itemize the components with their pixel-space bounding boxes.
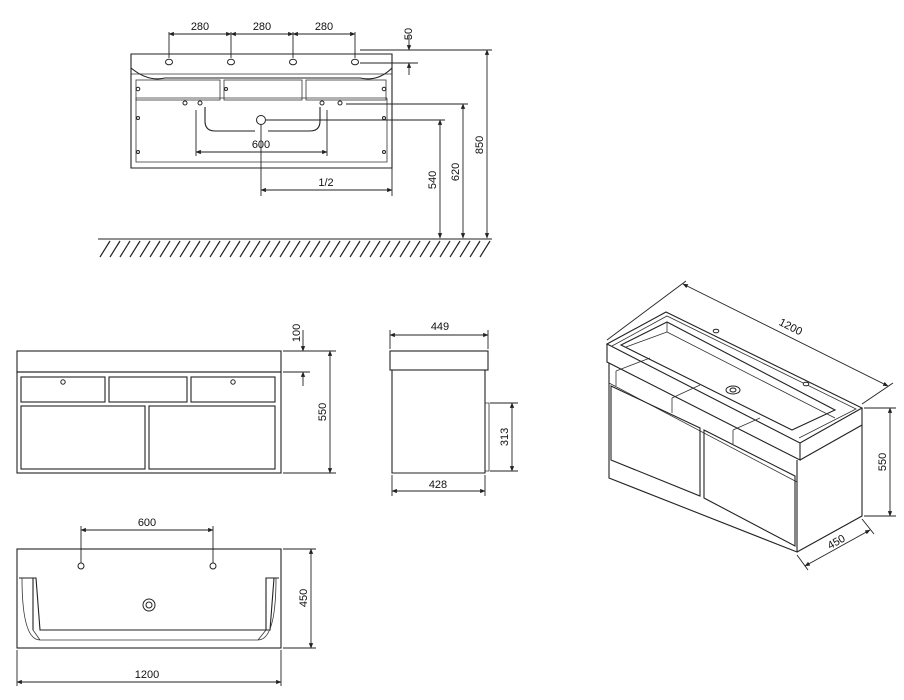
hatch-stroke — [109, 240, 121, 258]
hatch-stroke — [259, 240, 271, 258]
hatch-stroke — [419, 240, 431, 258]
center-mark-label: 1/2 — [318, 177, 333, 189]
hatch-stroke — [369, 240, 381, 258]
hatch-stroke — [459, 240, 471, 258]
hatch-stroke — [379, 240, 391, 258]
drain — [256, 115, 266, 125]
hatch-stroke — [329, 240, 341, 258]
hatch-stroke — [199, 240, 211, 258]
hatch-stroke — [399, 240, 411, 258]
hatch-stroke — [479, 240, 491, 258]
hatch-stroke — [149, 240, 161, 258]
hatch-stroke — [429, 240, 441, 258]
side-view: 449 428 313 — [389, 321, 518, 496]
hatch-stroke — [119, 240, 131, 258]
front-elevation: 280 280 280 50 600 1/2 540 620 850 — [98, 21, 492, 258]
hatch-stroke — [439, 240, 451, 258]
total-height-label: 550 — [317, 403, 329, 421]
hatch-stroke — [339, 240, 351, 258]
spacing-label-1: 280 — [191, 21, 209, 33]
hatch-stroke — [309, 240, 321, 258]
hatch-stroke — [449, 240, 461, 258]
hatch-stroke — [239, 240, 251, 258]
siphon — [204, 107, 321, 132]
height-540-label: 540 — [427, 171, 439, 189]
hatch-stroke — [289, 240, 301, 258]
hatch-stroke — [129, 240, 141, 258]
hatch-stroke — [469, 240, 481, 258]
hatch-stroke — [219, 240, 231, 258]
top-depth-label: 449 — [431, 321, 449, 333]
hatch-stroke — [299, 240, 311, 258]
hatch-stroke — [99, 240, 111, 258]
hatch-stroke — [159, 240, 171, 258]
hatch-stroke — [139, 240, 151, 258]
hatch-stroke — [349, 240, 361, 258]
offset-label: 50 — [403, 28, 415, 40]
iso-width-label: 1200 — [777, 316, 804, 338]
height-850-label: 850 — [474, 136, 486, 154]
hatch-stroke — [209, 240, 221, 258]
hatch-stroke — [189, 240, 201, 258]
iso-height-label: 550 — [877, 453, 889, 471]
tap-spacing-label: 600 — [138, 517, 156, 529]
hatch-stroke — [169, 240, 181, 258]
hatch-stroke — [319, 240, 331, 258]
isometric-view: 1200 550 450 — [605, 280, 896, 571]
top-height-label: 100 — [291, 324, 303, 342]
front-view: 100 550 — [16, 324, 336, 474]
floor-hatch — [99, 240, 491, 258]
drawer-height-label: 313 — [499, 428, 511, 446]
top-view: 600 450 1200 — [16, 517, 316, 686]
width-label: 1200 — [135, 669, 159, 681]
spacing-label-3: 280 — [315, 21, 333, 33]
depth-label: 450 — [298, 589, 310, 607]
height-620-label: 620 — [450, 163, 462, 181]
hatch-stroke — [179, 240, 191, 258]
hatch-stroke — [269, 240, 281, 258]
spacing-label-2: 280 — [253, 21, 271, 33]
hatch-stroke — [409, 240, 421, 258]
hatch-stroke — [249, 240, 261, 258]
hatch-stroke — [389, 240, 401, 258]
hatch-stroke — [229, 240, 241, 258]
bottom-depth-label: 428 — [429, 479, 447, 491]
hatch-stroke — [279, 240, 291, 258]
hatch-stroke — [359, 240, 371, 258]
iso-depth-label: 450 — [826, 533, 848, 552]
